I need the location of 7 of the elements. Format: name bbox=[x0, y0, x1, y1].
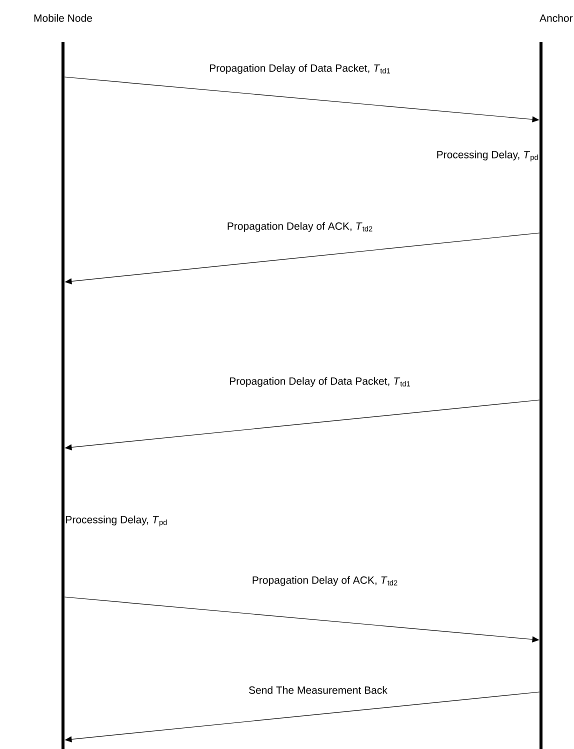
edge-label: Propagation Delay of ACK, T$_{td2}$ bbox=[252, 576, 398, 586]
edge-label: Send The Measurement Back bbox=[249, 686, 388, 694]
lifeline-heading: Anchor bbox=[540, 14, 573, 22]
edge-label: Propagation Delay of Data Packet, T$_{td1}$ bbox=[230, 377, 410, 387]
edge-label: Propagation Delay of ACK, T$_{td2}$ bbox=[228, 222, 372, 232]
edge-label: Propagation Delay of Data Packet, T$_{td1}$ bbox=[210, 64, 390, 74]
lifeline-heading: Mobile Node bbox=[34, 14, 92, 22]
